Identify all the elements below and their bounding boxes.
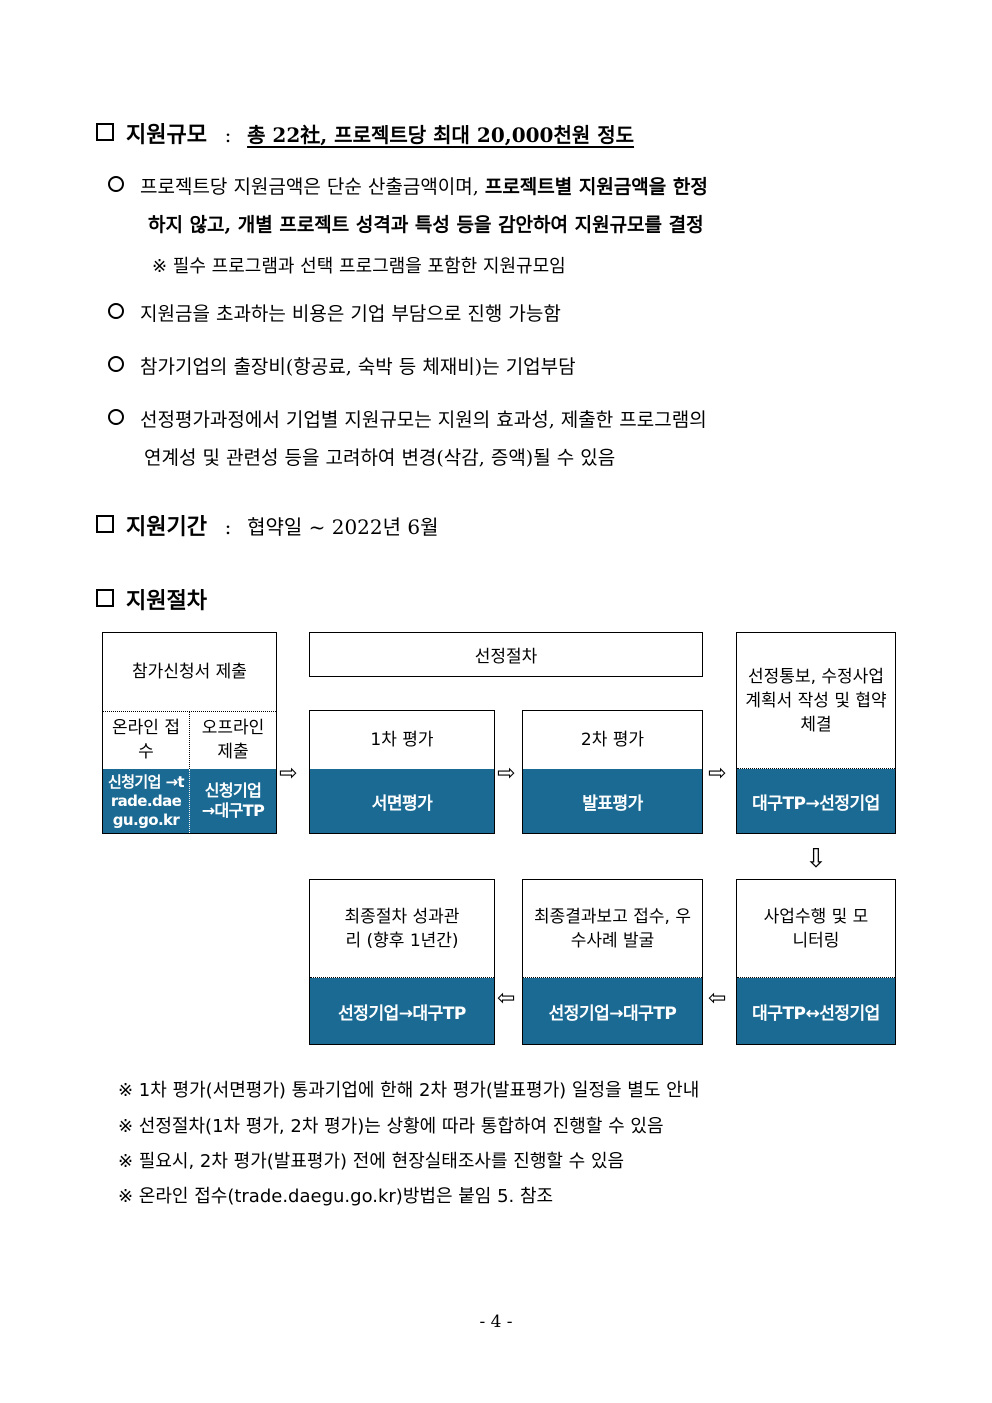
scale-item-2-text: 지원금을 초과하는 비용은 기업 부담으로 진행 가능함 — [140, 303, 561, 325]
note-3: ※ 필요시, 2차 평가(발표평가) 전에 현장실태조사를 진행할 수 있음 — [118, 1151, 625, 1172]
flow-eval1-title: 1차 평가 — [310, 711, 494, 770]
note-1: ※ 1차 평가(서면평가) 통과기업에 한해 2차 평가(발표평가) 일정을 별… — [118, 1080, 700, 1101]
scale-item-4-text: 선정평가과정에서 기업별 지원규모는 지원의 효과성, 제출한 프로그램의 — [140, 409, 707, 431]
flow-monitor-box: 사업수행 및 모니터링 대구TP↔선정기업 — [736, 879, 896, 1045]
flow-final-title: 최종절차 성과관리 (향후 1년간) — [310, 880, 494, 978]
flow-monitor-sub: 대구TP↔선정기업 — [737, 978, 895, 1044]
section-period-colon: : — [224, 515, 232, 539]
flow-final-sub: 선정기업→대구TP — [310, 978, 494, 1044]
arrow-down-icon: ⇩ — [805, 844, 827, 874]
flow-report-box: 최종결과보고 접수, 우수사례 발굴 선정기업→대구TP — [522, 879, 703, 1045]
section-scale-title: 지원규모 — [126, 123, 207, 148]
checkbox-square-icon — [96, 515, 114, 533]
scale-item-4-line-2: 연계성 및 관련성 등을 고려하여 변경(삭감, 증액)될 수 있음 — [144, 447, 616, 469]
circle-bullet-icon — [108, 409, 124, 425]
section-procedure-heading: 지원절차 — [96, 583, 207, 615]
arrow-right-icon: ⇨ — [279, 761, 298, 786]
scale-item-2: 지원금을 초과하는 비용은 기업 부담으로 진행 가능함 — [108, 295, 561, 333]
note-4: ※ 온라인 접수(trade.daegu.go.kr)방법은 붙임 5. 참조 — [118, 1186, 554, 1207]
circle-bullet-icon — [108, 176, 124, 192]
flow-eval1-box: 1차 평가 서면평가 — [309, 710, 495, 834]
scale-item-1-bold: 프로젝트별 지원금액을 한정 — [484, 176, 708, 198]
flow-final-box: 최종절차 성과관리 (향후 1년간) 선정기업→대구TP — [309, 879, 495, 1045]
note-2: ※ 선정절차(1차 평가, 2차 평가)는 상황에 따라 통합하여 진행할 수 … — [118, 1116, 664, 1137]
scale-item-4-line-1: 선정평가과정에서 기업별 지원규모는 지원의 효과성, 제출한 프로그램의 — [108, 401, 707, 439]
flow-eval2-box: 2차 평가 발표평가 — [522, 710, 703, 834]
arrow-left-icon: ⇦ — [497, 986, 516, 1011]
flow-notice-sub: 대구TP→선정기업 — [737, 769, 895, 833]
section-period-heading: 지원기간 : 협약일 ~ 2022년 6월 — [96, 509, 439, 541]
section-scale-value: 총 22社, 프로젝트당 최대 20,000천원 정도 — [247, 123, 635, 147]
section-period-title: 지원기간 — [126, 515, 207, 540]
flow-notice-title: 선정통보, 수정사업계획서 작성 및 협약체결 — [737, 633, 895, 769]
page-number: - 4 - — [479, 1312, 513, 1332]
scale-item-1-bold-2: 하지 않고, 개별 프로젝트 성격과 특성 등을 감안하여 지원규모를 결정 — [148, 214, 704, 236]
section-scale-heading: 지원규모 : 총 22社, 프로젝트당 최대 20,000천원 정도 — [96, 117, 634, 149]
scale-item-1-line-1: 프로젝트당 지원금액은 단순 산출금액이며, 프로젝트별 지원금액을 한정 — [108, 168, 708, 206]
flow-report-title: 최종결과보고 접수, 우수사례 발굴 — [523, 880, 702, 978]
flow-eval2-sub: 발표평가 — [523, 769, 702, 833]
checkbox-square-icon — [96, 589, 114, 607]
section-scale-colon: : — [224, 123, 232, 147]
circle-bullet-icon — [108, 303, 124, 319]
flow-selection-header: 선정절차 — [309, 632, 703, 677]
flow-apply-online-label: 온라인 접수 — [103, 711, 190, 769]
flow-apply-offline-label: 오프라인 제출 — [201, 718, 265, 762]
flow-apply-offline-target: 신청기업 →대구TP — [190, 769, 276, 833]
arrow-right-icon: ⇨ — [497, 761, 516, 786]
flow-apply-box: 참가신청서 제출 온라인 접수 오프라인 제출 신청기업 →trade.daeg… — [102, 632, 277, 834]
flow-apply-online-target: 신청기업 →trade.daegu.go.kr — [103, 769, 190, 833]
scale-item-3: 참가기업의 출장비(항공료, 숙박 등 체재비)는 기업부담 — [108, 348, 576, 386]
flow-eval1-sub: 서면평가 — [310, 769, 494, 833]
section-period-value: 협약일 ~ 2022년 6월 — [247, 515, 439, 539]
arrow-left-icon: ⇦ — [708, 986, 727, 1011]
scale-item-1-text: 프로젝트당 지원금액은 단순 산출금액이며, — [140, 176, 485, 198]
flow-report-sub: 선정기업→대구TP — [523, 978, 702, 1044]
circle-bullet-icon — [108, 356, 124, 372]
checkbox-square-icon — [96, 123, 114, 141]
flow-eval2-title: 2차 평가 — [523, 711, 702, 770]
arrow-right-icon: ⇨ — [708, 761, 727, 786]
flow-notice-box: 선정통보, 수정사업계획서 작성 및 협약체결 대구TP→선정기업 — [736, 632, 896, 834]
flow-apply-title: 참가신청서 제출 — [103, 633, 276, 712]
scale-item-1-line-2: 하지 않고, 개별 프로젝트 성격과 특성 등을 감안하여 지원규모를 결정 — [148, 206, 704, 244]
scale-item-1-note: ※ 필수 프로그램과 선택 프로그램을 포함한 지원규모임 — [152, 256, 566, 277]
flow-monitor-title: 사업수행 및 모니터링 — [737, 880, 895, 978]
scale-item-3-text: 참가기업의 출장비(항공료, 숙박 등 체재비)는 기업부담 — [140, 356, 576, 378]
section-procedure-title: 지원절차 — [126, 589, 207, 614]
